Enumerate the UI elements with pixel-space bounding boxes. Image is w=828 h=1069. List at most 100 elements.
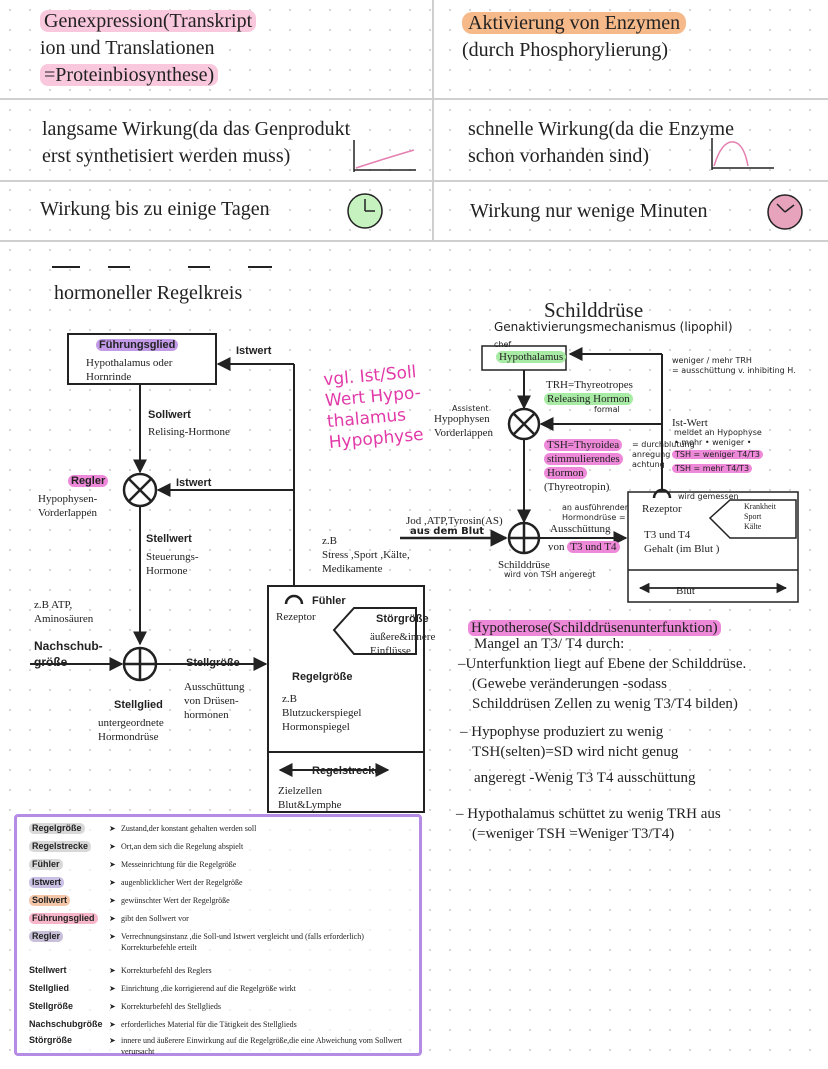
rezeptor-label: Rezeptor (276, 611, 316, 623)
regelkreis-diagram (30, 333, 425, 813)
legend-row: Führungsglied ➤gibt den Sollwert vor (29, 913, 411, 924)
legend-row: Regler ➤Verrechnungsinstanz ,die Soll-un… (29, 931, 411, 953)
gehalt-text: Gehalt (im Blut ) (644, 543, 720, 555)
jod-text: Jod ,ATP,Tyrosin(AS) (406, 515, 503, 527)
tsh-row2: TSH = mehr T4/T3 (672, 464, 753, 474)
hypotherose-line: (=weniger TSH =Weniger T3/T4) (472, 826, 675, 842)
section-title: hormoneller Regelkreis (54, 282, 243, 304)
fast-effect-text: schnelle Wirkung(da die Enzyme (468, 118, 734, 140)
chef-note: chef (494, 340, 512, 349)
fuehrungsglied-label: Führungsglied (96, 338, 179, 352)
nachschub-label: Nachschub-größe (34, 639, 103, 669)
hypothalamus-label: Hypothalamus (496, 350, 567, 364)
decorative-dashes (52, 266, 272, 268)
phosphorylation-text: (durch Phosphorylierung) (462, 39, 669, 61)
releasing-hormon: Releasing Hormon (544, 392, 633, 406)
enzyme-activation-text: Aktivierung von Enzymen (462, 12, 687, 34)
tsh-text: TSH=Thyroidea (544, 438, 623, 452)
minutes-effect-text: Wirkung nur wenige Minuten (470, 200, 708, 222)
rezeptor-sd-label: Rezeptor (642, 503, 682, 515)
genexpression-text: Genexpression(Transkript (40, 10, 257, 32)
clock-green-icon (347, 193, 383, 229)
fuehler-label: Fühler (312, 595, 346, 607)
t3t4-box-text: T3 und T4 (644, 529, 691, 541)
schilddruese-sub-note: wird von TSH angeregt (504, 570, 596, 579)
translation-text: ion und Translationen (40, 37, 215, 59)
assistent-note: Assistent (452, 404, 489, 413)
hypotherose-line: TSH(selten)=SD wird nicht genug (472, 744, 679, 760)
table-column-divider (432, 0, 434, 240)
legend-row: Nachschubgröße ➤erforderliches Material … (29, 1019, 297, 1029)
istwert-label: Ist-Wert (672, 417, 708, 429)
stoergroesse-label: Störgröße (376, 613, 429, 625)
hypotherose-line: Schilddrüsen Zellen zu wenig T3/T4 bilde… (472, 696, 738, 712)
hypotherose-line: – Hypophyse produziert zu wenig (460, 724, 664, 740)
ausschuettung-text: Ausschüttung (550, 523, 611, 535)
legend-row: Stellgröße ➤Korrekturbefehl des Stellgli… (29, 1001, 221, 1011)
legend-row: Störgröße ➤innere und äußerere Einwirkun… (29, 1035, 403, 1056)
legend-row: Stellglied ➤Einrichtung ,die korrigieren… (29, 983, 296, 993)
legend-row: Regelgröße ➤Zustand,der konstant gehalte… (29, 823, 411, 834)
blut-label: Blut (676, 585, 695, 597)
weniger-mehr-note: weniger / mehr TRH= ausschüttung v. inhi… (672, 356, 796, 375)
table-divider (0, 98, 828, 100)
table-divider (0, 180, 828, 182)
hypotherose-line: Mangel an T3/ T4 durch: (474, 636, 625, 652)
legend-row: Stellwert ➤Korrekturbefehl des Reglers (29, 965, 212, 975)
tsh-row1: TSH = weniger T4/T3 (672, 450, 764, 460)
stellwert-text: Steuerungs-Hormone (146, 551, 199, 577)
stellgroesse-label: Stellgröße (186, 657, 240, 669)
sollwert-label: Sollwert (148, 409, 191, 421)
istwert-note: meldet an Hypophyse• mehr • weniger • (674, 428, 762, 447)
formal-note: formal (594, 405, 620, 414)
legend-box: Regelgröße ➤Zustand,der konstant gehalte… (14, 814, 422, 1056)
istwert-mid-label: Istwert (176, 477, 212, 489)
legend-row: Fühler ➤Messeinrichtung für die Regelgrö… (29, 859, 411, 870)
hypotherose-line: –Unterfunktion liegt auf Ebene der Schil… (458, 656, 747, 672)
hypotherose-line: (Gewebe veränderungen -sodass (472, 676, 667, 692)
regelgroesse-label: Regelgröße (292, 671, 353, 683)
proteinbiosynthese-text: =Proteinbiosynthese) (40, 64, 219, 86)
schilddruese-diagram (400, 345, 799, 603)
schilddruese-subtitle: Genaktivierungsmechanismus (lipophil) (494, 320, 733, 334)
hypotherose-line: – Hypothalamus schüttet zu wenig TRH aus (456, 806, 721, 822)
istwert-top-label: Istwert (236, 345, 272, 357)
legend-row: Regelstrecke ➤Ort,an dem sich die Regelu… (29, 841, 411, 852)
row2-right: schnelle Wirkung(da die Enzyme schon vor… (468, 116, 828, 170)
regler-text: Hypophysen-Vorderlappen (38, 493, 98, 519)
legend-row: Sollwert ➤gewünschter Wert der Regelgröß… (29, 895, 411, 906)
schilddruese-title: Schilddrüse (544, 298, 644, 322)
table-divider (0, 240, 828, 242)
regelstrecke-label: Regelstrecke (312, 765, 381, 777)
schilddruese-label: Schilddrüse (498, 559, 550, 571)
wird-gemessen-note: wird gemessen (678, 492, 739, 501)
legend-row: Istwert ➤augenblicklicher Wert der Regel… (29, 877, 411, 888)
sollwert-text: Relising-Hormone (148, 426, 230, 438)
stimm-text: stimmulierendes Hormon (544, 452, 623, 480)
clock-pink-icon (767, 194, 803, 230)
hypotherose-title: Hypotherose(Schilddrüsenunterfunktion) (468, 618, 721, 638)
fast-effect-reason: schon vorhanden sind) (468, 145, 650, 167)
slow-effect-text: langsame Wirkung(da das Genprodukt (42, 118, 351, 140)
days-effect-text: Wirkung bis zu einige Tagen (40, 198, 270, 220)
atp-text: z.B ATP,Aminosäuren (34, 599, 94, 625)
row2-left: langsame Wirkung(da das Genprodukt erst … (42, 116, 422, 170)
von-t3-text: von T3 und T4 (548, 540, 620, 554)
row1-left: Genexpression(Transkript ion und Transla… (40, 8, 420, 89)
regler-label: Regler (68, 474, 109, 488)
row1-right: Aktivierung von Enzymen (durch Phosphory… (462, 10, 822, 64)
hypotherose-line: angeregt -Wenig T3 T4 ausschüttung (474, 770, 696, 786)
fast-curve-icon (711, 138, 774, 170)
stellwert-label: Stellwert (146, 533, 192, 545)
